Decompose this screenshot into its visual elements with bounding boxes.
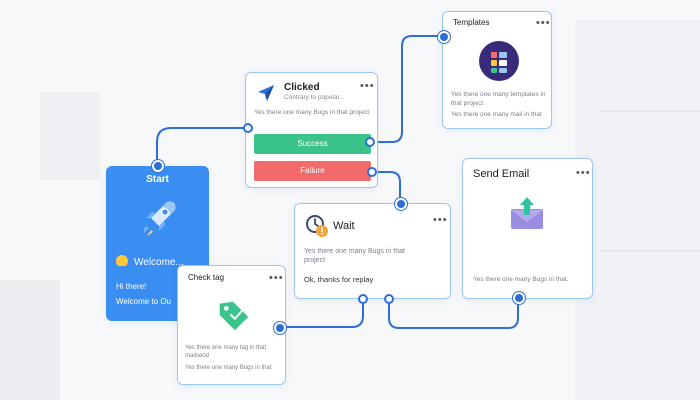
cursor-arrow-icon — [258, 85, 274, 101]
background-books — [0, 280, 60, 400]
wire-start-to-clicked — [156, 127, 249, 166]
waving-hand-icon — [116, 255, 128, 266]
start-message-line1: Hi there! — [116, 282, 147, 291]
welcome-label: Welcome... — [134, 257, 184, 268]
clicked-description: Yes there one many Bugs in that project — [254, 109, 370, 116]
clicked-node[interactable]: Clicked Contrary to popular... ••• Yes t… — [245, 72, 378, 188]
tag-check-icon — [219, 301, 249, 331]
check-tag-menu-button[interactable]: ••• — [269, 272, 284, 284]
send-email-title: Send Email — [473, 168, 530, 180]
clicked-input-port[interactable] — [243, 123, 253, 133]
start-output-port[interactable] — [152, 160, 164, 172]
send-email-menu-button[interactable]: ••• — [576, 167, 591, 179]
templates-title: Templates — [453, 18, 490, 27]
check-tag-node[interactable]: Check tag ••• Yes there one many tag in … — [177, 265, 286, 385]
wire-wait-to-email — [388, 296, 519, 329]
send-email-node[interactable]: Send Email ••• Yes there one many Bugs i… — [462, 158, 593, 299]
clicked-title: Clicked — [284, 82, 320, 93]
wait-node[interactable]: Wait ••• Yes there one many Bugs in that… — [294, 203, 451, 299]
background-shelf-line — [600, 250, 700, 252]
failure-branch-button[interactable]: Failure — [254, 161, 371, 181]
templates-description-2: Yes there one many mail in that — [451, 111, 542, 118]
clicked-subtitle: Contrary to popular... — [284, 94, 345, 101]
templates-input-port[interactable] — [438, 31, 450, 43]
templates-checklist-icon — [479, 41, 519, 81]
check-tag-output-port[interactable] — [274, 322, 286, 334]
wait-input-port[interactable] — [395, 198, 407, 210]
wait-title: Wait — [333, 220, 355, 232]
failure-output-port[interactable] — [367, 167, 377, 177]
clock-alert-icon — [306, 215, 328, 237]
wait-output-port[interactable] — [384, 294, 394, 304]
wire-failure-to-wait — [371, 171, 401, 204]
wait-description: Yes there one many Bugs in that project — [304, 248, 405, 264]
send-email-description: Yes there one many Bugs in that. — [473, 276, 569, 283]
wait-menu-button[interactable]: ••• — [433, 214, 448, 226]
welcome-row: Welcome... — [116, 255, 184, 268]
wire-success-to-templates — [369, 35, 444, 143]
background-shelf-line — [600, 110, 700, 112]
templates-node[interactable]: Templates ••• Yes there one many templat… — [442, 11, 552, 129]
clicked-menu-button[interactable]: ••• — [360, 80, 375, 92]
templates-menu-button[interactable]: ••• — [536, 17, 551, 29]
check-tag-title: Check tag — [188, 273, 225, 282]
templates-description: Yes there one many templates in that pro… — [451, 91, 546, 107]
envelope-upload-icon — [511, 197, 543, 229]
check-tag-description-2: Yes there one many Bugs in that — [185, 365, 272, 371]
wait-input-port-bottom[interactable] — [358, 294, 368, 304]
start-message-line2: Welcome to Ou — [116, 297, 171, 306]
success-output-port[interactable] — [365, 137, 375, 147]
background-panel-left — [40, 92, 100, 180]
send-email-input-port[interactable] — [513, 292, 525, 304]
start-title: Start — [146, 174, 169, 185]
wait-reply-text: Ok, thanks for replay — [304, 275, 374, 284]
rocket-icon — [143, 201, 176, 236]
check-tag-description: Yes there one many tag in that mailsend — [185, 345, 267, 359]
success-branch-button[interactable]: Success — [254, 134, 371, 154]
wire-checktag-to-wait — [278, 297, 364, 328]
background-panel-right — [575, 20, 700, 400]
